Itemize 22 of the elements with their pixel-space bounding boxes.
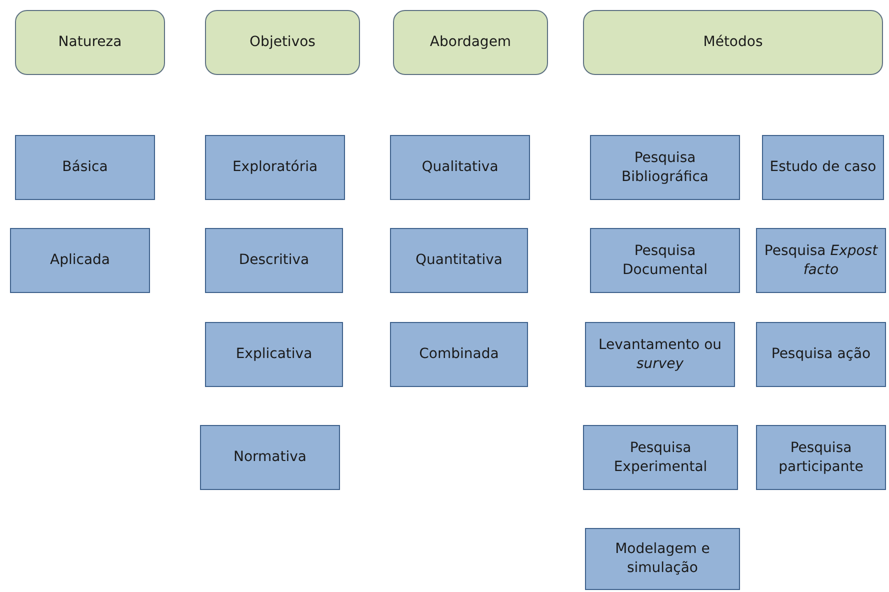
- category-item: Explicativa: [205, 322, 343, 387]
- category-header: Métodos: [583, 10, 883, 75]
- category-item: Modelagem e simulação: [585, 528, 740, 590]
- category-item: Combinada: [390, 322, 528, 387]
- category-item: Descritiva: [205, 228, 343, 293]
- category-item: Pesquisa ação: [756, 322, 886, 387]
- category-header: Objetivos: [205, 10, 360, 75]
- category-header: Natureza: [15, 10, 165, 75]
- category-item: Levantamento ou survey: [585, 322, 735, 387]
- category-item: Pesquisa participante: [756, 425, 886, 490]
- category-item: Pesquisa Expost facto: [756, 228, 886, 293]
- category-item: Quantitativa: [390, 228, 528, 293]
- category-header: Abordagem: [393, 10, 548, 75]
- category-item: Qualitativa: [390, 135, 530, 200]
- category-item: Normativa: [200, 425, 340, 490]
- category-item: Estudo de caso: [762, 135, 884, 200]
- category-item: Exploratória: [205, 135, 345, 200]
- category-item: Aplicada: [10, 228, 150, 293]
- category-item: Básica: [15, 135, 155, 200]
- category-item: Pesquisa Documental: [590, 228, 740, 293]
- category-item: Pesquisa Experimental: [583, 425, 738, 490]
- category-item: Pesquisa Bibliográfica: [590, 135, 740, 200]
